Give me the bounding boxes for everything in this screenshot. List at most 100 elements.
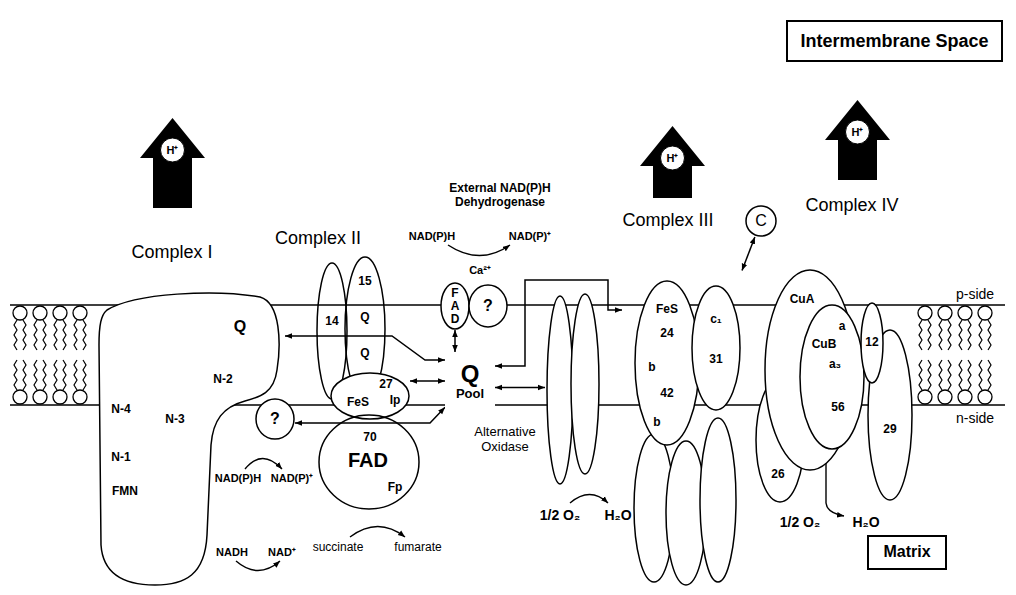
dehydrogenase: ? <box>468 284 508 328</box>
reaction-arrow <box>350 527 405 538</box>
node-text: H⁺ <box>167 144 179 157</box>
proton-disc <box>661 146 685 170</box>
lipid-tail <box>959 360 971 390</box>
oval-outline <box>746 206 776 236</box>
block-arrow <box>825 100 890 180</box>
subunit: 70FADFp <box>318 414 420 510</box>
label-text: n-side <box>954 410 996 426</box>
oval-outline <box>256 399 294 439</box>
label-text: NADH <box>216 546 248 559</box>
lipid-head <box>958 390 972 404</box>
node-text: Q <box>360 311 369 325</box>
node-text: Alternative Oxidase <box>466 425 544 455</box>
lipid-tail <box>74 320 86 350</box>
oval-outline <box>317 263 347 399</box>
label-text: Complex IV <box>805 195 898 216</box>
lipid-head <box>33 390 47 404</box>
label-text: 1/2 O₂ <box>540 507 580 523</box>
label-text: 1/2 O₂ <box>780 514 820 530</box>
complex-iii-outline <box>622 268 742 586</box>
double-arrow <box>495 387 545 389</box>
lipid-head <box>13 390 27 404</box>
label-text: NAD⁺ <box>268 546 296 559</box>
oval-outline <box>331 373 409 419</box>
lipid-tail <box>979 320 991 350</box>
lipid-head <box>978 306 992 320</box>
node-text: H⁺ <box>852 126 864 139</box>
double-arrow <box>285 336 445 360</box>
lipid-tail <box>979 360 991 390</box>
lipid-tail <box>74 360 86 390</box>
node-text: 14 <box>325 315 338 329</box>
proton-arrow-outline <box>825 100 890 180</box>
node-text: FAD <box>348 449 388 472</box>
node-text: FeS <box>656 303 678 317</box>
lipid-head <box>73 390 87 404</box>
node-text: 70 <box>363 431 376 445</box>
label-text: Ca²⁺ <box>469 264 491 277</box>
heading-box: Matrix <box>867 535 947 570</box>
subunit-outline <box>861 303 883 383</box>
reaction-arrow <box>236 561 280 571</box>
node-text: N-4 <box>111 403 130 417</box>
lipid-head <box>53 306 67 320</box>
complex-iv: CuAaCuB12a₃562629 <box>750 265 912 505</box>
label-text: H₂O <box>604 507 631 523</box>
subunit-outline <box>700 418 736 582</box>
label-text: NAD(P)H <box>215 472 261 485</box>
lipid-head <box>73 306 87 320</box>
label-text: succinate <box>313 541 364 555</box>
node-text: CuA <box>790 293 815 307</box>
lipid-head <box>33 306 47 320</box>
node-text: Q <box>360 347 369 361</box>
node-text: b <box>648 361 655 375</box>
node-text: a <box>839 320 846 334</box>
lipid-tail <box>54 320 66 350</box>
node-text: H⁺ <box>667 152 679 165</box>
reaction-arrow <box>826 455 844 516</box>
proton-arrow: H⁺ <box>140 118 205 208</box>
label-text: H₂O <box>852 514 879 530</box>
complex-i: QN-2N-4N-3N-1FMN <box>95 285 285 592</box>
node-text: 56 <box>831 401 844 415</box>
node-text: N-3 <box>165 413 184 427</box>
complex-iii: FeS24b42bc₁31 <box>622 268 742 586</box>
node-text: ? <box>270 410 280 428</box>
oval-outline <box>319 415 419 509</box>
node-text: C <box>755 212 767 230</box>
subunit-outline <box>692 286 740 410</box>
lipid-tail <box>959 320 971 350</box>
double-arrow <box>742 237 755 271</box>
node-text: 29 <box>883 423 896 437</box>
lipid-head <box>938 306 952 320</box>
lipid-tail <box>54 360 66 390</box>
cytochrome-c: C <box>745 205 777 237</box>
node-text: FeS <box>347 396 369 410</box>
dehydrogenase: FAD <box>440 282 470 330</box>
proton-arrow: H⁺ <box>825 100 890 180</box>
node-text: FAD <box>451 287 460 326</box>
oval-outline <box>469 285 507 327</box>
lipid-head <box>918 390 932 404</box>
node-text: Fp <box>388 481 403 495</box>
subunit-outline <box>571 294 599 474</box>
label-text: Complex III <box>622 210 713 231</box>
node-text: Q <box>461 360 480 388</box>
node-text: Q <box>234 318 246 336</box>
lipid-tail <box>14 320 26 350</box>
label-text: External NAD(P)H Dehydrogenase <box>441 182 559 210</box>
node-text: Intermembrane Space <box>800 31 988 52</box>
node-text: 26 <box>771 468 784 482</box>
node-text: 24 <box>660 327 673 341</box>
alternative-oxidase-outline <box>545 290 600 485</box>
reaction-arrow <box>245 459 282 470</box>
node-text: 42 <box>660 387 673 401</box>
complex-outline <box>99 293 279 585</box>
lipid-tail <box>34 320 46 350</box>
label-text: Complex I <box>131 242 212 263</box>
node-text: 12 <box>865 336 878 350</box>
lipid-tail <box>919 360 931 390</box>
node-text: N-2 <box>213 373 232 387</box>
node-text: Matrix <box>883 543 930 561</box>
